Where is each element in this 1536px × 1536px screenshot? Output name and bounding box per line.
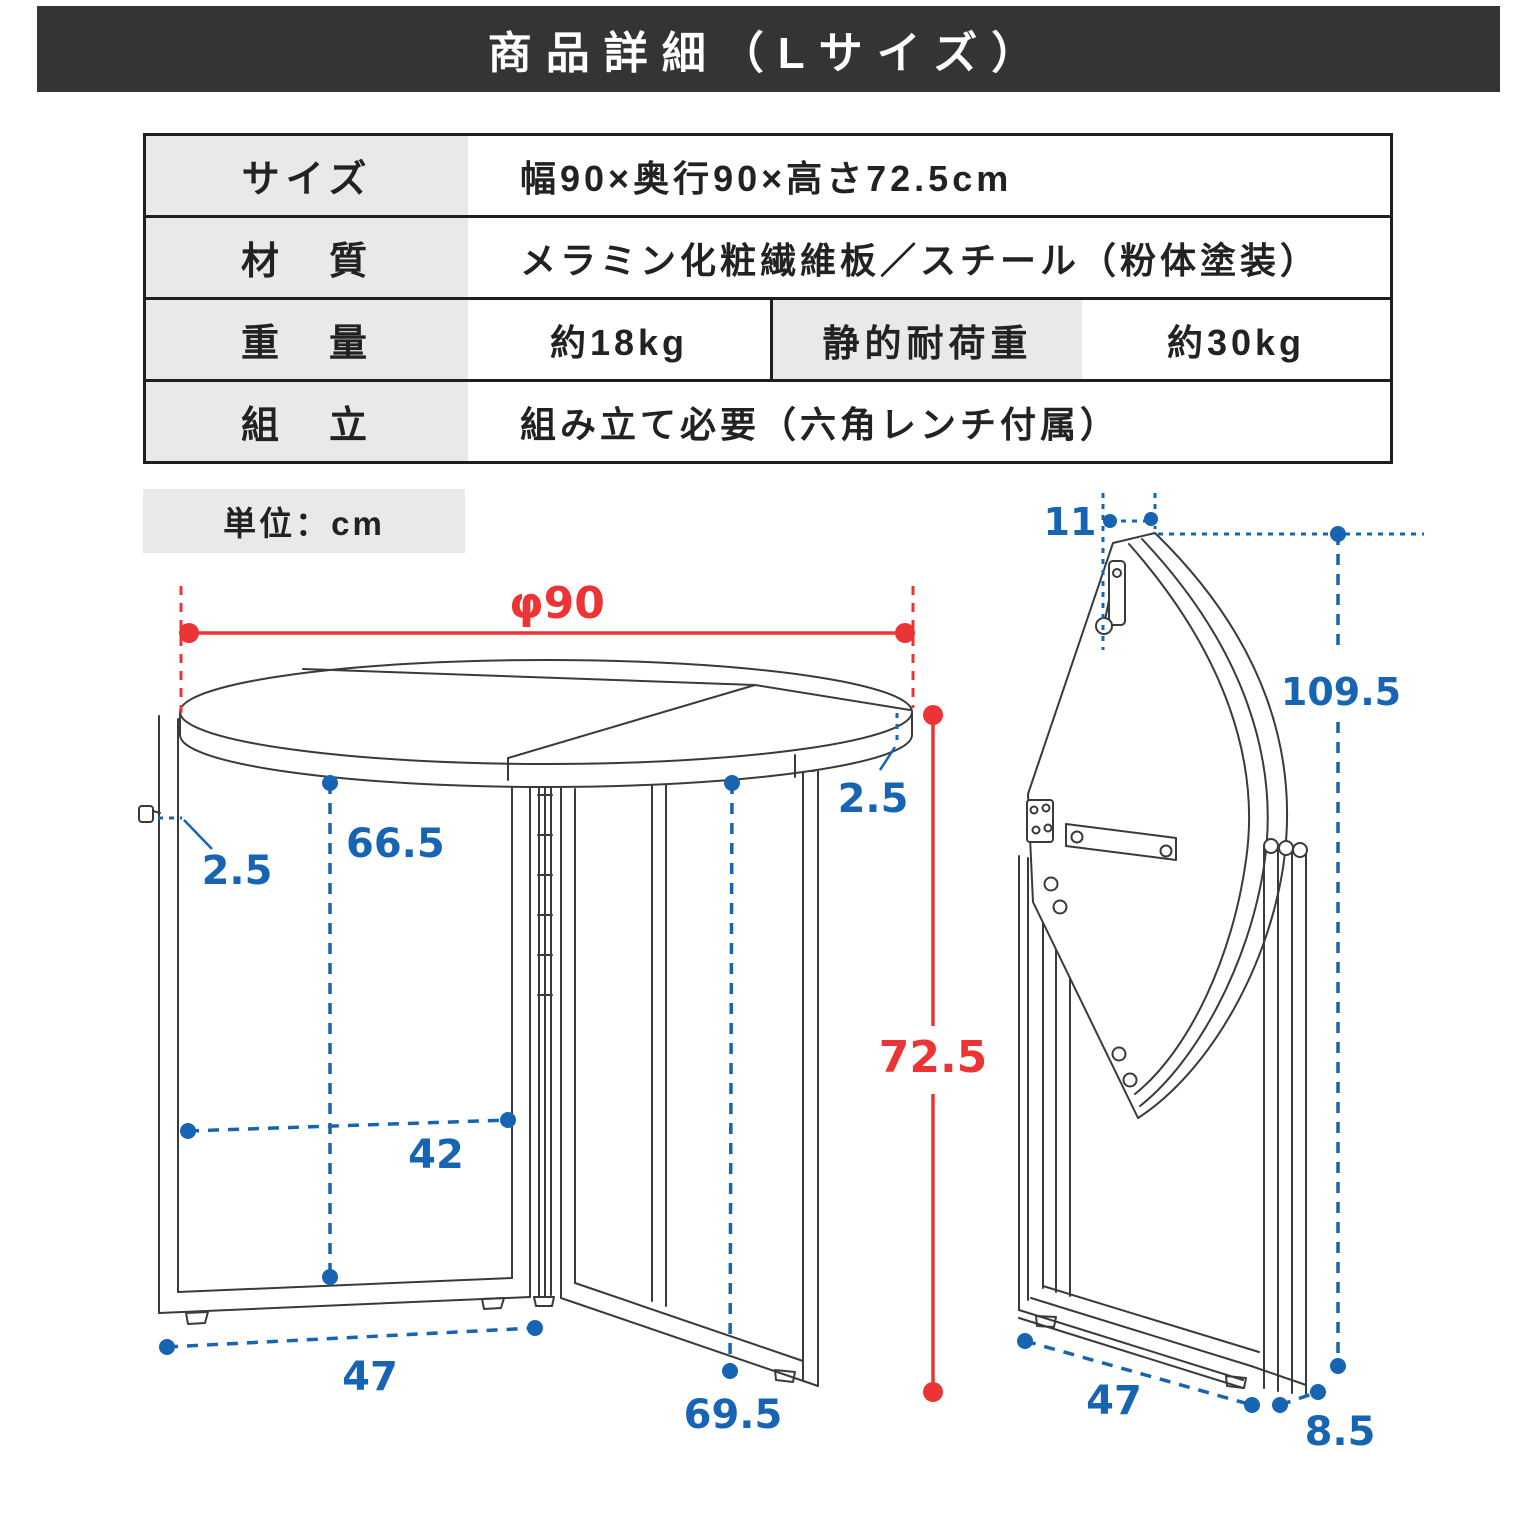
spec-label-static-load: 静的耐荷重 (770, 300, 1082, 379)
dim-folded-base-depth: 8.5 (1272, 1384, 1375, 1455)
dim-base-depth-label: 69.5 (684, 1392, 783, 1438)
dim-folded-top-edge: 11 (1044, 493, 1158, 650)
dim-diameter-label: φ90 (509, 578, 605, 629)
dim-folded-height: 109.5 (1158, 526, 1424, 1374)
left-leg-frame (158, 715, 531, 1325)
dim-top-thickness-label: 2.5 (838, 776, 909, 822)
open-table-drawing: φ90 2.5 2.5 66.5 4 (138, 578, 988, 1438)
folded-base (1018, 1285, 1307, 1389)
unit-note-label: 単位：cm (223, 505, 385, 542)
dim-folded-base-depth-label: 8.5 (1305, 1409, 1376, 1455)
dim-folded-base-width: 47 (1017, 1333, 1260, 1424)
folded-tabletop (1026, 532, 1289, 1119)
spec-label-assembly: 組 立 (146, 382, 468, 461)
dim-base-width-label: 47 (342, 1354, 398, 1400)
dim-folded-base-width-label: 47 (1086, 1378, 1142, 1424)
spec-value-assembly: 組み立て必要（六角レンチ付属） (520, 403, 1121, 445)
spec-label-size: サイズ (146, 136, 468, 215)
spec-value-static-load: 約30kg (1166, 321, 1306, 363)
spec-value-material: メラミン化粧繊維板／スチール（粉体塗装） (520, 239, 1321, 281)
folded-leg-tubes (1263, 838, 1308, 1396)
folded-table-drawing: 11 109.5 47 8.5 (1017, 493, 1424, 1455)
dim-inner-width: 42 (180, 1112, 516, 1178)
dim-frame-thickness: 2.5 (158, 816, 273, 894)
dim-diameter: φ90 (179, 578, 915, 713)
spec-label-weight: 重 量 (146, 300, 468, 379)
spec-row-weight: 重 量 約18kg 静的耐荷重 約30kg (146, 297, 1390, 379)
dim-underside-height-label: 66.5 (346, 821, 445, 867)
spec-value-weight: 約18kg (549, 321, 689, 363)
spec-row-material: 材 質 メラミン化粧繊維板／スチール（粉体塗装） (146, 215, 1390, 297)
dim-folded-top-edge-label: 11 (1044, 500, 1097, 544)
dim-base-width: 47 (159, 1320, 543, 1400)
dim-height: 72.5 (879, 705, 988, 1402)
spec-value-size: 幅90×奥行90×高さ72.5cm (520, 157, 1013, 199)
dim-height-label: 72.5 (879, 1032, 988, 1083)
page-title-bar: 商品詳細（Lサイズ） (37, 6, 1500, 92)
dim-base-depth: 69.5 (684, 775, 783, 1438)
dim-frame-thickness-label: 2.5 (202, 848, 273, 894)
spec-label-material: 材 質 (146, 218, 468, 297)
dim-top-thickness: 2.5 (838, 713, 909, 822)
spec-row-assembly: 組 立 組み立て必要（六角レンチ付属） (146, 379, 1390, 461)
right-leg-frame (560, 753, 821, 1387)
page-title: 商品詳細（Lサイズ） (487, 29, 1050, 78)
spec-table: サイズ 幅90×奥行90×高さ72.5cm 材 質 メラミン化粧繊維板／スチール… (143, 133, 1393, 464)
tabletop (179, 659, 913, 788)
dim-underside-height: 66.5 (322, 775, 445, 1285)
dim-inner-width-label: 42 (408, 1132, 464, 1178)
center-hinge-leg (533, 778, 555, 1307)
dim-folded-height-label: 109.5 (1281, 670, 1401, 714)
spec-row-size: サイズ 幅90×奥行90×高さ72.5cm (146, 136, 1390, 215)
unit-note: 単位：cm (143, 489, 465, 553)
